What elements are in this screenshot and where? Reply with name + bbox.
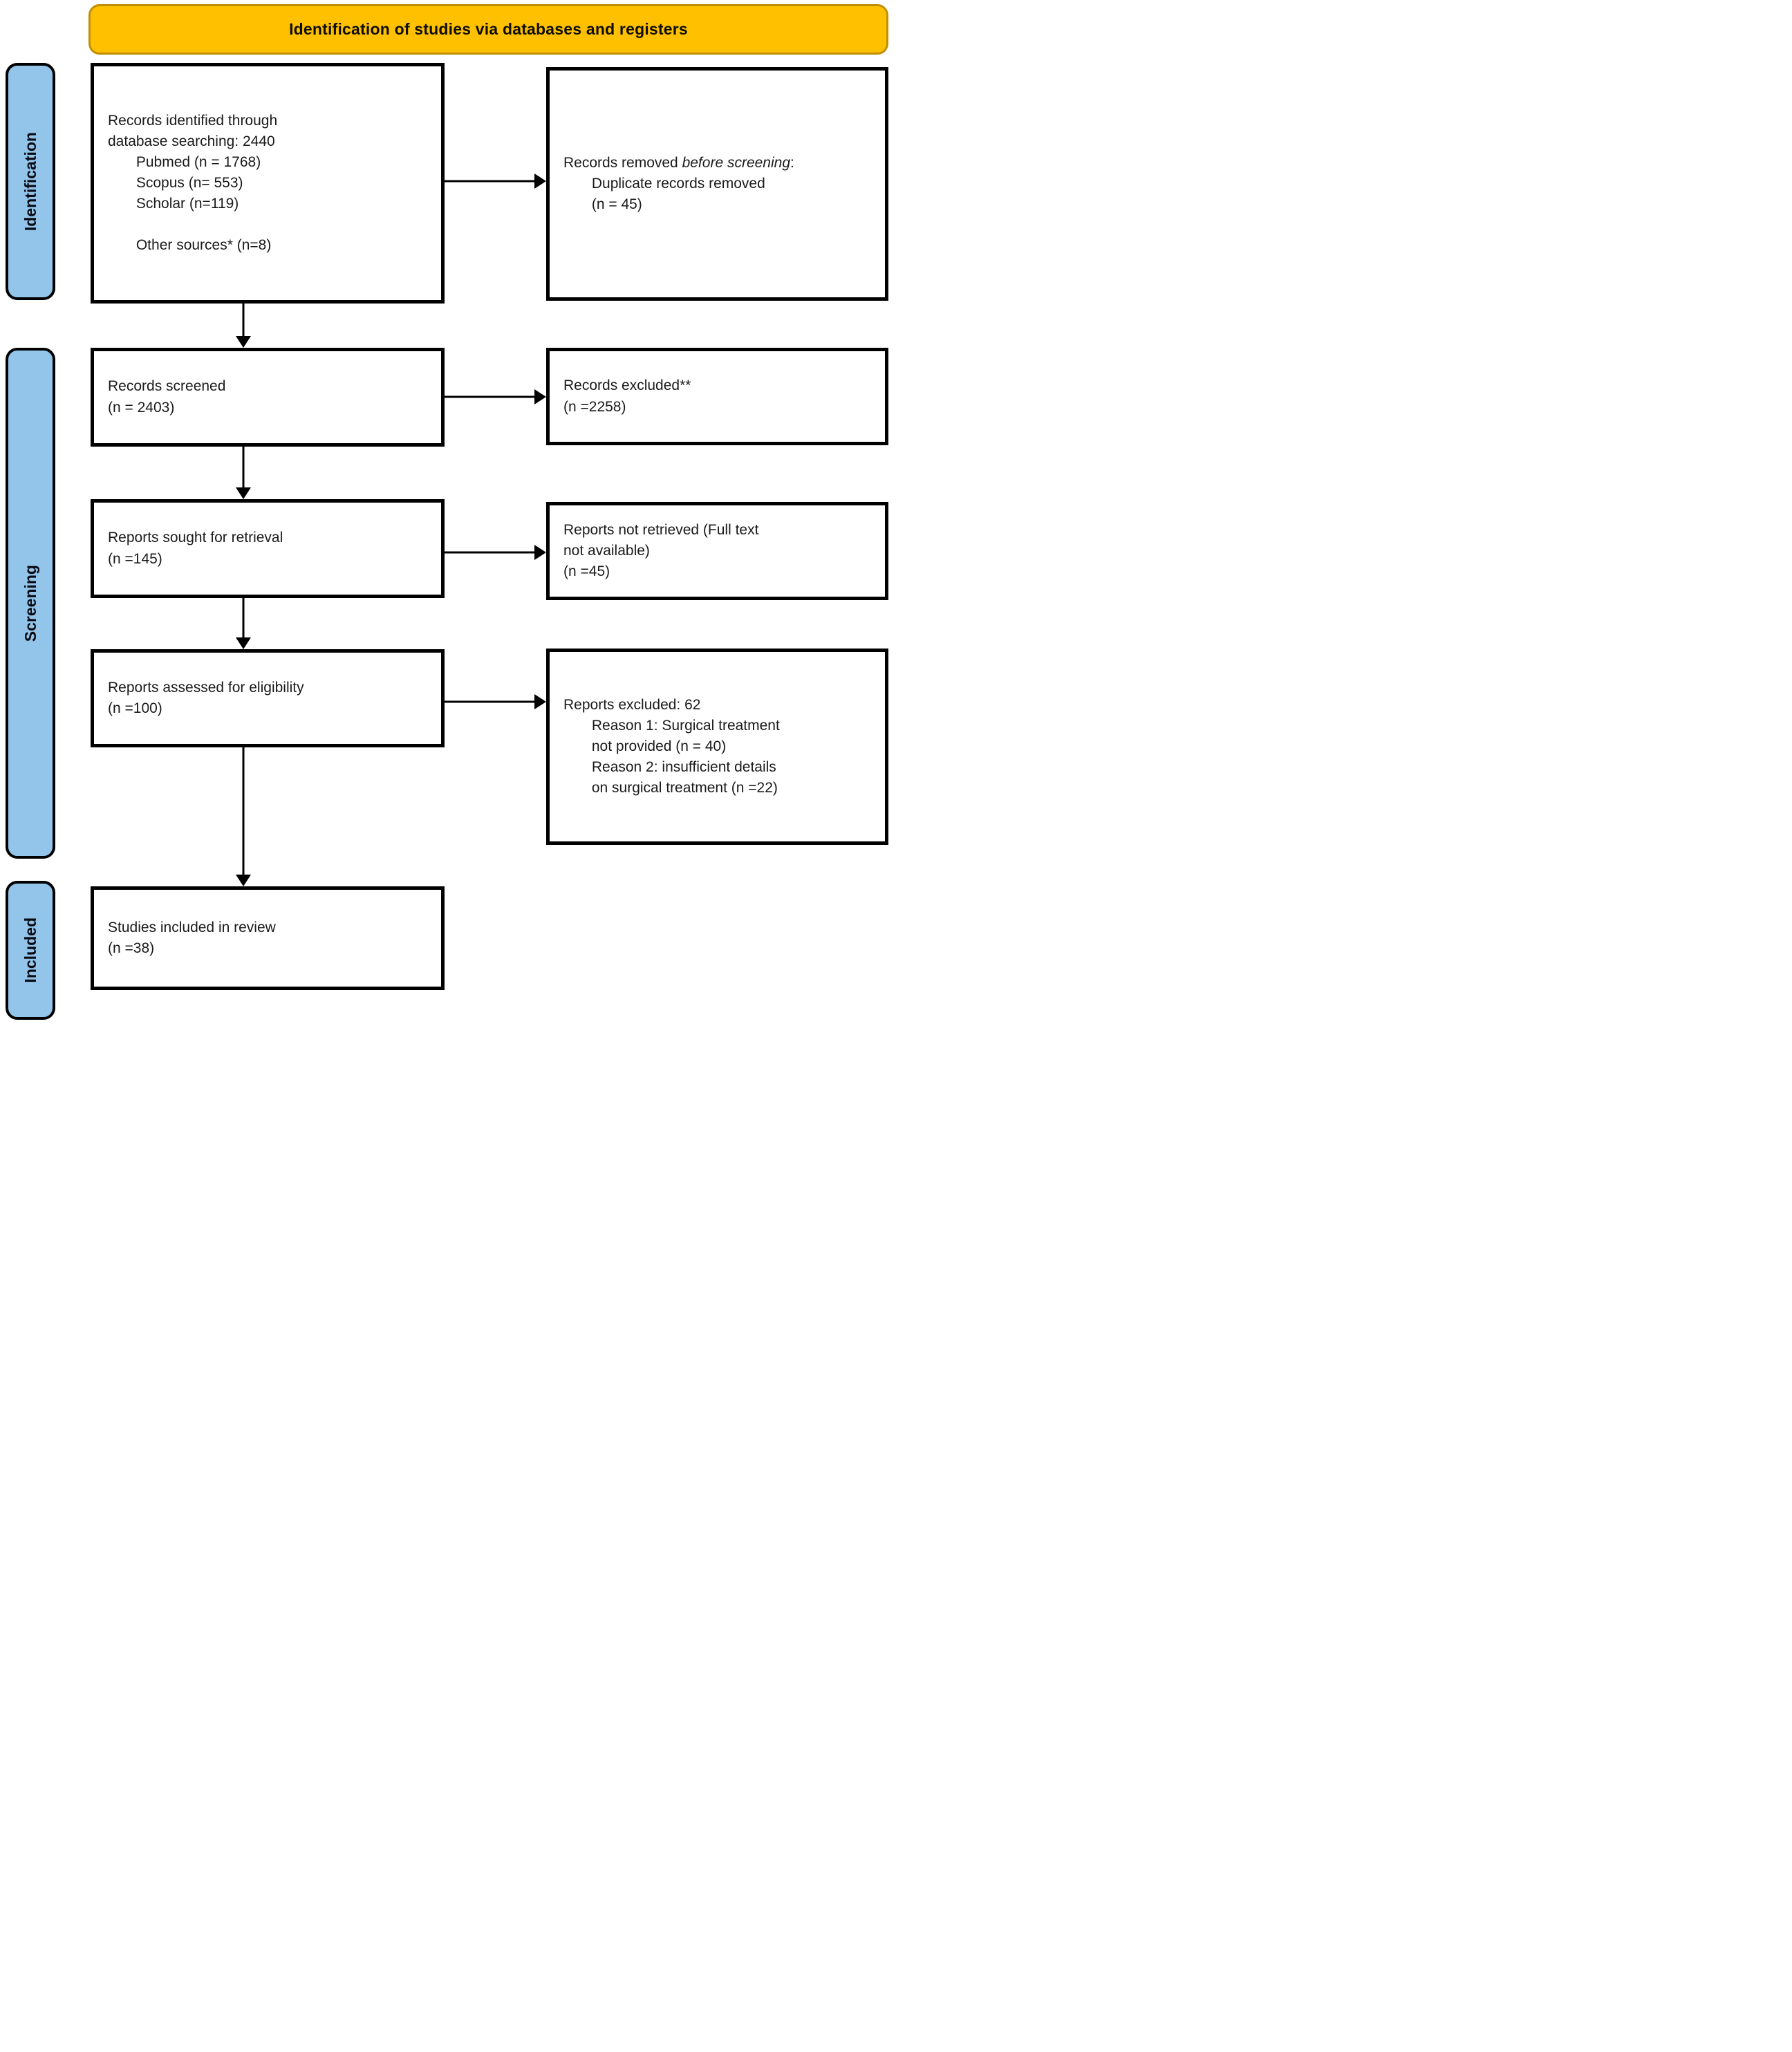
records-removed-emphasis: before screening [682,154,791,171]
title-banner: Identification of studies via databases … [88,4,888,55]
arrow-head-right-icon [534,174,546,189]
records-removed-detail: Duplicate records removed (n = 45) [591,175,765,212]
arrow-head-right-icon [534,694,546,709]
stage-identification-label: Identification [21,131,39,232]
box-records-screened: Records screened (n = 2403) [91,348,445,447]
box-records-excluded-text: Records excluded** (n =2258) [563,377,691,415]
records-removed-suffix: : [790,154,794,171]
stage-included: Included [6,881,55,1020]
box-reports-sought-text: Reports sought for retrieval (n =145) [108,530,283,567]
box-reports-assessed-text: Reports assessed for eligibility (n =100… [108,679,304,716]
arrow-head-down-icon [236,487,251,499]
arrow-screened-to-sought [236,447,251,499]
box-records-identified-text: Records identified through database sear… [108,112,278,254]
arrow-head-right-icon [534,545,546,560]
arrow-line [242,447,245,489]
stage-included-label: Included [21,917,39,983]
stage-screening-label: Screening [21,564,39,642]
box-records-removed: Records removed before screening: Duplic… [546,67,888,301]
box-records-screened-text: Records screened (n = 2403) [108,378,226,416]
box-records-excluded: Records excluded** (n =2258) [546,348,888,445]
arrow-head-down-icon [236,875,251,886]
arrow-sought-to-assessed [236,598,251,649]
arrow-line [445,180,536,183]
stage-screening: Screening [6,348,55,859]
box-studies-included: Studies included in review (n =38) [91,886,445,990]
box-reports-assessed: Reports assessed for eligibility (n =100… [91,649,445,747]
arrow-assessed-to-reports-excluded [445,694,546,709]
arrow-screened-to-excluded [445,389,546,404]
arrow-assessed-to-included [236,747,251,886]
arrow-line [445,551,536,554]
arrow-line [242,304,245,337]
arrow-line [445,700,536,703]
box-reports-excluded: Reports excluded: 62 Reason 1: Surgical … [546,649,888,845]
box-reports-not-retrieved: Reports not retrieved (Full text not ava… [546,502,888,600]
box-reports-sought: Reports sought for retrieval (n =145) [91,499,445,598]
arrow-sought-to-not-retrieved [445,545,546,560]
prisma-flow-diagram: Identification of studies via databases … [0,0,896,1026]
box-records-removed-text: Records removed before screening: Duplic… [550,149,801,219]
arrow-identified-to-removed [445,174,546,189]
records-removed-prefix: Records removed [563,154,682,171]
arrow-line [445,395,536,398]
title-banner-label: Identification of studies via databases … [289,20,688,38]
arrow-identified-to-screened [236,304,251,348]
stage-identification: Identification [6,63,55,300]
box-reports-excluded-text: Reports excluded: 62 Reason 1: Surgical … [563,696,780,796]
arrow-head-down-icon [236,336,251,348]
arrow-line [242,747,245,876]
box-reports-not-retrieved-text: Reports not retrieved (Full text not ava… [563,521,759,579]
arrow-head-right-icon [534,389,546,404]
arrow-line [242,598,245,639]
box-studies-included-text: Studies included in review (n =38) [108,919,276,956]
box-records-identified: Records identified through database sear… [91,63,445,304]
arrow-head-down-icon [236,637,251,649]
